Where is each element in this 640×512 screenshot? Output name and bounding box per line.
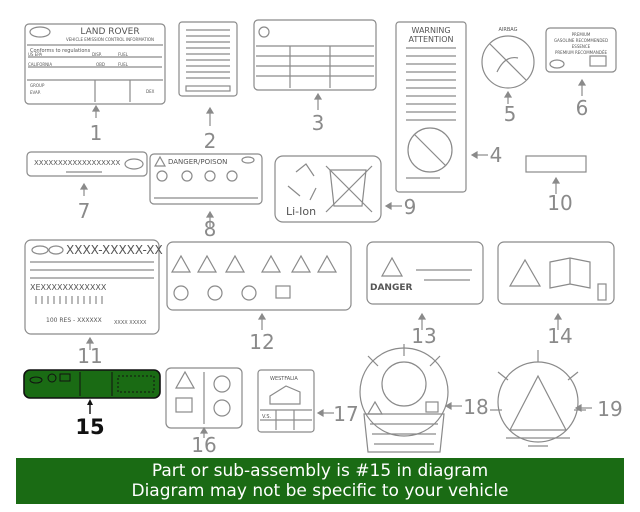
label-19-starburst[interactable] bbox=[490, 350, 592, 446]
label-4-warning[interactable] bbox=[396, 22, 488, 192]
premium-text-1: PREMIUM bbox=[572, 32, 591, 37]
xx-label-text: XXXXXXXXXXXXXXXXXX bbox=[34, 159, 121, 167]
vin-long-text: XEXXXXXXXXXXXX bbox=[30, 283, 107, 292]
callout-9[interactable]: 9 bbox=[404, 195, 417, 219]
california-text: CALIFORNIA bbox=[28, 62, 52, 67]
obd-text: OBD bbox=[96, 62, 105, 67]
callout-17[interactable]: 17 bbox=[333, 402, 358, 426]
westfalia-text: WESTFALIA bbox=[270, 376, 298, 382]
callout-12[interactable]: 12 bbox=[249, 330, 274, 354]
disp-text: DISP. bbox=[92, 52, 102, 57]
callout-13[interactable]: 13 bbox=[411, 324, 436, 348]
res-code-text: XXXX XXXXX bbox=[114, 320, 147, 326]
label-18-round-warning[interactable] bbox=[360, 344, 462, 452]
evap-text: EVAP. bbox=[30, 90, 41, 95]
callout-11[interactable]: 11 bbox=[77, 344, 102, 368]
label-3-table[interactable] bbox=[254, 20, 376, 110]
label-14-warning-book[interactable] bbox=[498, 242, 614, 330]
dex-text: DEX bbox=[146, 89, 155, 94]
callout-14[interactable]: 14 bbox=[547, 324, 572, 348]
emission-title-text: VEHICLE EMISSION CONTROL INFORMATION bbox=[66, 37, 154, 42]
brand-text: LAND ROVER bbox=[80, 27, 139, 37]
callout-8[interactable]: 8 bbox=[204, 217, 217, 241]
label-2-document[interactable] bbox=[179, 22, 237, 126]
callout-3[interactable]: 3 bbox=[312, 111, 325, 135]
label-16-fan[interactable] bbox=[166, 368, 242, 438]
callout-1[interactable]: 1 bbox=[90, 121, 103, 145]
res-text: 100 RES - XXXXXX bbox=[46, 317, 102, 324]
callout-18[interactable]: 18 bbox=[463, 395, 488, 419]
label-15-highlighted[interactable] bbox=[24, 370, 160, 414]
warning-text: WARNING bbox=[411, 26, 450, 35]
fuel-text-2: FUEL bbox=[118, 62, 129, 67]
callout-15[interactable]: 15 bbox=[75, 415, 104, 439]
callout-16[interactable]: 16 bbox=[191, 433, 216, 457]
banner-line-2: Diagram may not be specific to your vehi… bbox=[16, 481, 624, 501]
danger-poison-text: DANGER/POISON bbox=[168, 158, 227, 166]
premium-text-3: ESSENCE bbox=[572, 44, 591, 49]
callout-2[interactable]: 2 bbox=[204, 129, 217, 153]
banner-line-1: Part or sub-assembly is #15 in diagram bbox=[16, 461, 624, 481]
callout-5[interactable]: 5 bbox=[504, 102, 517, 126]
label-12-symbols[interactable] bbox=[167, 242, 351, 330]
attention-text: ATTENTION bbox=[408, 35, 453, 44]
danger-text: DANGER bbox=[370, 283, 413, 293]
callout-4[interactable]: 4 bbox=[490, 143, 503, 167]
vin-pattern-text: XXXX-XXXXX-XX bbox=[66, 243, 163, 257]
airbag-text: AIRBAG bbox=[498, 27, 517, 33]
callout-6[interactable]: 6 bbox=[576, 96, 589, 120]
label-10-blank[interactable] bbox=[526, 156, 586, 194]
premium-text-2: GASOLINE RECOMMENDED bbox=[554, 38, 608, 43]
label-5-airbag[interactable] bbox=[482, 36, 534, 104]
callout-19[interactable]: 19 bbox=[597, 397, 622, 421]
callout-7[interactable]: 7 bbox=[78, 199, 91, 223]
li-ion-text: Li-Ion bbox=[286, 205, 316, 218]
info-banner: Part or sub-assembly is #15 in diagram D… bbox=[16, 458, 624, 504]
fuel-text: FUEL bbox=[118, 52, 129, 57]
vs-text: V.S. bbox=[262, 414, 272, 420]
premium-text-4: PREMIUM RECOMMANDÉE bbox=[555, 50, 607, 55]
group-text: GROUP bbox=[30, 83, 45, 88]
callout-10[interactable]: 10 bbox=[547, 191, 572, 215]
us-epa-text: US EPA bbox=[28, 52, 42, 57]
